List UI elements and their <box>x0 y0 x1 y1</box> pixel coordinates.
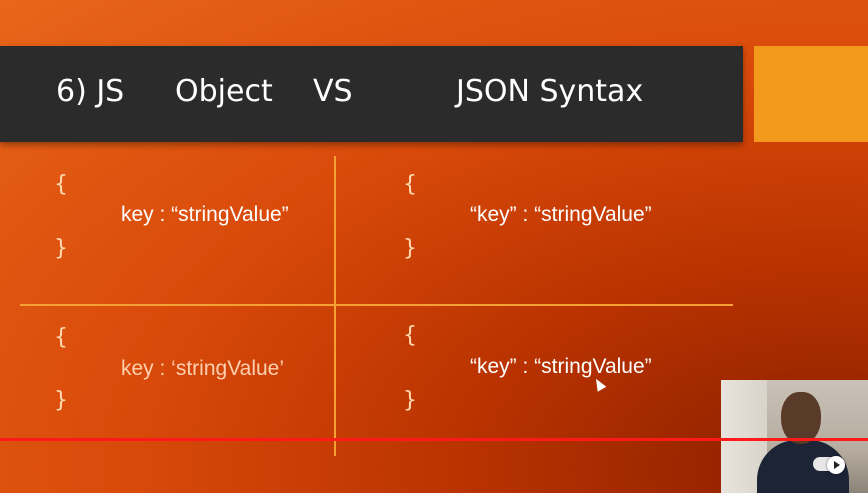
horizontal-divider <box>20 304 733 306</box>
cell-4-close-brace: } <box>403 388 417 413</box>
cell-2-close-brace: } <box>403 236 417 261</box>
title-part-js: 6) JS <box>56 74 125 109</box>
webcam-overlay <box>721 380 868 493</box>
cell-3-close-brace: } <box>54 388 68 413</box>
accent-block <box>754 46 868 142</box>
title-part-object: Object <box>175 74 273 109</box>
cell-3-body: key : ‘stringValue’ <box>121 357 285 380</box>
cell-3-open-brace: { <box>54 325 68 350</box>
video-progress-line[interactable] <box>0 438 868 441</box>
title-bar <box>0 46 743 142</box>
cell-4-open-brace: { <box>403 323 417 348</box>
cell-1-body: key : “stringValue” <box>121 203 289 226</box>
cell-1-close-brace: } <box>54 236 68 261</box>
webcam-person-head <box>781 392 821 444</box>
cell-4-body: “key” : “stringValue” <box>470 355 652 378</box>
play-icon[interactable] <box>827 456 845 474</box>
title-part-vs: VS <box>313 74 353 109</box>
title-part-json-syntax: JSON Syntax <box>456 74 644 109</box>
cell-2-body: “key” : “stringValue” <box>470 203 652 226</box>
vertical-divider <box>334 156 336 456</box>
cell-2-open-brace: { <box>403 172 417 197</box>
cell-1-open-brace: { <box>54 172 68 197</box>
